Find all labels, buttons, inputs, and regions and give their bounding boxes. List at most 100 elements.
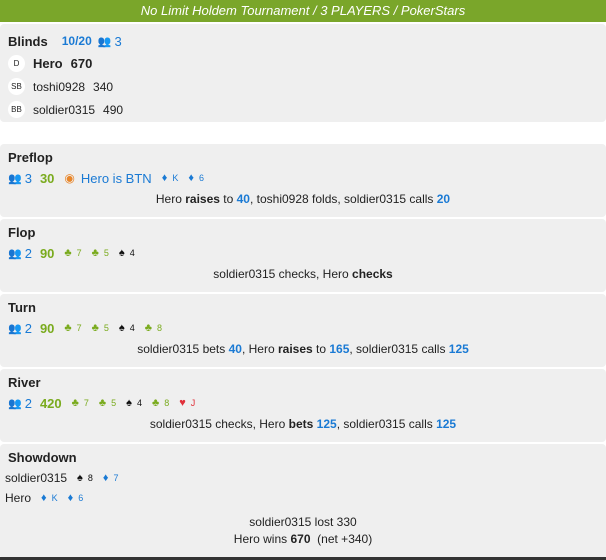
players-count: 3: [24, 170, 32, 186]
loser-result: soldier0315 lost 330: [249, 515, 357, 529]
suit-icon: ♣: [91, 322, 99, 334]
card-rank: 6: [198, 173, 204, 183]
card-rank: 5: [103, 323, 109, 333]
hand-header: No Limit Holdem Tournament / 3 PLAYERS /…: [0, 0, 606, 22]
action-segment: , soldier0315 calls: [336, 417, 437, 431]
action-segment: 125: [448, 342, 469, 356]
card: ♣5: [92, 322, 109, 334]
street-action: soldier0315 checks, Hero bets 125, soldi…: [8, 413, 598, 435]
player-stack: 490: [103, 102, 124, 117]
card: ♠4: [126, 397, 142, 409]
card-rank: J: [190, 398, 196, 408]
action-segment: soldier0315 bets: [137, 342, 229, 356]
winner-net: (net +340): [317, 532, 373, 546]
action-segment: 40: [236, 192, 250, 206]
showdown-title: Showdown: [8, 450, 77, 465]
action-segment: Hero: [155, 192, 186, 206]
street-action: Hero raises to 40, toshi0928 folds, sold…: [8, 188, 598, 210]
card: ♥J: [179, 397, 195, 409]
winner-result: Hero wins 670 (net +340): [5, 531, 601, 548]
players-count: 2: [24, 395, 32, 411]
card-rank: 5: [111, 398, 117, 408]
seat-row: D Hero 670: [8, 52, 598, 75]
card-rank: 5: [103, 248, 109, 258]
action-segment: raises: [185, 192, 220, 206]
card: ♠8: [77, 472, 93, 484]
action-segment: 125: [436, 417, 457, 431]
players-icon: 👥: [8, 397, 22, 410]
player-stack: 670: [70, 56, 93, 71]
action-segment: , soldier0315 calls: [349, 342, 449, 356]
card-rank: 4: [129, 248, 135, 258]
bottom-border: [0, 557, 606, 560]
position-badge: D: [8, 55, 25, 72]
card-rank: 4: [129, 323, 135, 333]
card-rank: 4: [136, 398, 142, 408]
card-rank: 6: [78, 493, 84, 503]
action-segment: 165: [329, 342, 350, 356]
card: ♦K: [41, 492, 58, 504]
card: ♠4: [119, 322, 135, 334]
card: ♣8: [145, 322, 162, 334]
suit-icon: ♣: [151, 397, 160, 409]
pot-size: 90: [39, 320, 55, 336]
action-segment: soldier0315 checks, Hero: [149, 417, 289, 431]
player-name: toshi0928: [33, 79, 86, 94]
action-segment: to: [312, 342, 330, 356]
suit-icon: ♦: [41, 492, 47, 504]
card-rank: 7: [76, 248, 82, 258]
suit-icon: ♦: [102, 472, 109, 484]
player-name: Hero: [5, 491, 32, 505]
card: ♣7: [72, 397, 89, 409]
player-name: soldier0315: [5, 471, 68, 485]
action-segment: soldier0315 checks, Hero: [213, 267, 353, 281]
suit-icon: ♣: [64, 247, 72, 259]
street-title: Preflop: [8, 150, 53, 165]
pot-size: 90: [39, 245, 55, 261]
suit-icon: ♠: [118, 322, 125, 334]
card-rank: 7: [83, 398, 89, 408]
street-title: River: [8, 375, 41, 390]
suit-icon: ♣: [91, 247, 99, 259]
card: ♣5: [99, 397, 116, 409]
card: ♣7: [64, 322, 81, 334]
card-rank: K: [172, 173, 179, 183]
position-badge: SB: [8, 78, 25, 95]
street-action: soldier0315 checks, Hero checks: [8, 263, 598, 285]
position-badge: BB: [8, 101, 25, 118]
street-title: Flop: [8, 225, 36, 240]
action-segment: to: [219, 192, 237, 206]
action-segment: , Hero: [241, 342, 278, 356]
suit-icon: ♦: [188, 172, 194, 184]
suit-icon: ♦: [67, 492, 74, 504]
card: ♣8: [152, 397, 169, 409]
players-count: 2: [24, 320, 32, 336]
players-icon: 👥: [8, 247, 22, 260]
card-rank: 7: [113, 473, 119, 483]
suit-icon: ♠: [77, 472, 83, 484]
position-pin-icon: ◉: [64, 171, 75, 185]
action-segment: 40: [228, 342, 242, 356]
card: ♦6: [188, 172, 204, 184]
suit-icon: ♣: [98, 397, 107, 409]
suit-icon: ♥: [179, 397, 186, 409]
winner-amount: 670: [290, 532, 311, 546]
action-segment: raises: [277, 342, 313, 356]
card-rank: K: [51, 493, 58, 503]
players-count: 3: [114, 33, 122, 49]
card: ♠4: [119, 247, 135, 259]
card-rank: 8: [87, 473, 93, 483]
showdown-hand: soldier0315♠8♦7: [5, 468, 601, 488]
player-name: Hero: [33, 56, 63, 71]
hero-position: Hero is BTN: [80, 170, 152, 186]
action-segment: checks: [352, 267, 393, 281]
card-rank: 7: [76, 323, 82, 333]
